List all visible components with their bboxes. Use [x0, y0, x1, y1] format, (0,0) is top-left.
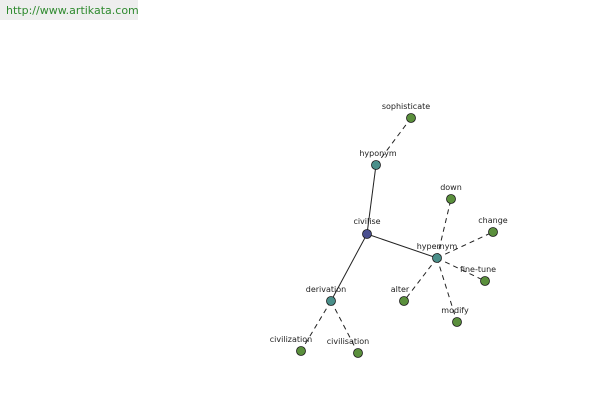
node-circle-down[interactable] [446, 194, 456, 204]
node-circle-derivation[interactable] [326, 296, 336, 306]
edge-civilise-hyponym [366, 164, 377, 235]
node-label-fine-tune: fine-tune [460, 265, 496, 274]
node-circle-hypernym[interactable] [432, 253, 442, 263]
node-modify[interactable]: modify [441, 306, 469, 327]
node-label-hypernym: hypernym [417, 242, 458, 251]
node-circle-sophisticate[interactable] [406, 113, 416, 123]
node-derivation[interactable]: derivation [306, 285, 346, 306]
node-civilise[interactable]: civilise [353, 217, 381, 239]
node-fine-tune[interactable]: fine-tune [460, 265, 496, 286]
url-bar: http://www.artikata.com [0, 0, 139, 20]
graph-edges [300, 117, 494, 354]
node-label-hyponym: hyponym [359, 149, 397, 158]
node-label-sophisticate: sophisticate [382, 102, 430, 111]
node-label-alter: alter [391, 285, 410, 294]
edge-hypernym-change [436, 231, 494, 259]
edge-derivation-civilization [300, 300, 332, 352]
node-label-civilization: civilization [270, 335, 312, 344]
node-hyponym[interactable]: hyponym [359, 149, 397, 170]
node-circle-civilisation[interactable] [353, 348, 363, 358]
edge-civilise-derivation [330, 233, 368, 302]
node-circle-alter[interactable] [399, 296, 409, 306]
edge-hypernym-down [436, 198, 452, 259]
node-change[interactable]: change [478, 216, 508, 237]
node-circle-fine-tune[interactable] [480, 276, 490, 286]
node-hypernym[interactable]: hypernym [417, 242, 458, 263]
node-label-modify: modify [441, 306, 469, 315]
graph-nodes: civilise hyponym hypernym derivation sophist… [270, 102, 508, 358]
node-circle-modify[interactable] [452, 317, 462, 327]
node-civilization[interactable]: civilization [270, 335, 312, 356]
node-label-down: down [440, 183, 462, 192]
edge-derivation-civilisation [330, 300, 359, 354]
node-alter[interactable]: alter [391, 285, 410, 306]
edge-hypernym-alter [403, 257, 438, 302]
node-down[interactable]: down [440, 183, 462, 204]
node-label-civilisation: civilisation [327, 337, 369, 346]
node-circle-civilization[interactable] [296, 346, 306, 356]
edge-civilise-hypernym [366, 233, 438, 259]
node-civilisation[interactable]: civilisation [327, 337, 369, 358]
node-label-derivation: derivation [306, 285, 346, 294]
edge-hyponym-sophisticate [375, 117, 412, 166]
url-link[interactable]: http://www.artikata.com [6, 4, 139, 17]
node-circle-change[interactable] [488, 227, 498, 237]
node-label-change: change [478, 216, 508, 225]
edge-hypernym-modify [436, 257, 458, 323]
node-circle-hyponym[interactable] [371, 160, 381, 170]
node-circle-civilise[interactable] [362, 229, 372, 239]
node-sophisticate[interactable]: sophisticate [382, 102, 430, 123]
node-label-civilise: civilise [353, 217, 380, 226]
